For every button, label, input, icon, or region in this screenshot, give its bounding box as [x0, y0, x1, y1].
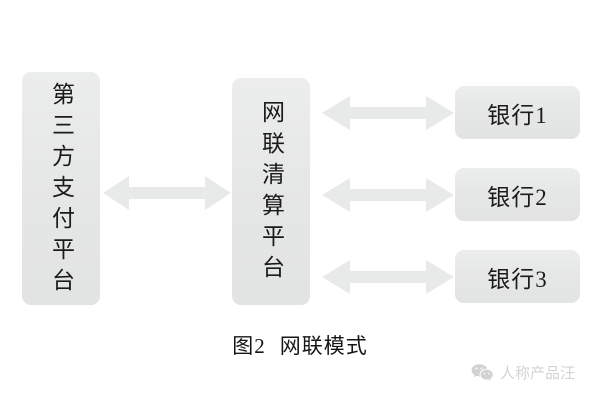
wechat-icon: [470, 362, 494, 382]
double-headed-arrow-platform-to-netsunion: [103, 170, 231, 216]
watermark: 人称产品汪: [470, 359, 575, 385]
node-third-party-payment-platform-label: 第三方支付平台: [48, 82, 74, 299]
watermark-text: 人称产品汪: [500, 363, 576, 382]
figure-caption-title: 网联模式: [279, 334, 368, 358]
node-netsunion-clearing-platform: 网联清算平台: [232, 78, 310, 305]
node-bank-3-label: 银行3: [487, 266, 548, 292]
figure-caption: 图2 网联模式: [0, 330, 600, 360]
figure-caption-label: 图2: [232, 334, 266, 358]
node-bank-2: 银行2: [455, 168, 580, 221]
node-bank-3: 银行3: [455, 250, 580, 303]
double-headed-arrow-netsunion-to-bank-1: [322, 90, 454, 136]
double-headed-arrow-netsunion-to-bank-2: [322, 172, 454, 218]
node-bank-1: 银行1: [455, 86, 580, 139]
node-bank-2-label: 银行2: [487, 184, 548, 210]
node-third-party-payment-platform: 第三方支付平台: [22, 72, 100, 305]
node-bank-1-label: 银行1: [487, 102, 548, 128]
node-netsunion-clearing-platform-label: 网联清算平台: [258, 100, 284, 286]
double-headed-arrow-netsunion-to-bank-3: [322, 254, 454, 300]
